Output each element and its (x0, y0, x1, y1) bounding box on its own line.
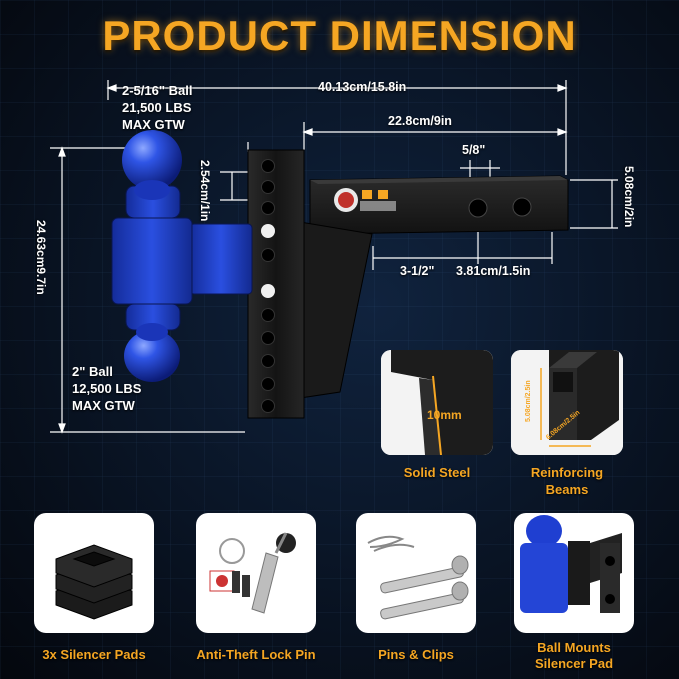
top-ball-gtw: MAX GTW (122, 117, 185, 132)
pins-clips-card (356, 513, 476, 633)
total-height-label: 24.63cm9.7in (34, 220, 48, 295)
pins-clips-icon (367, 535, 469, 620)
shank-size-label: 5.08cm/2in (622, 166, 636, 228)
ball-mount-silencer-card (514, 513, 634, 633)
lock-pin-label: Anti-Theft Lock Pin (196, 647, 316, 662)
shank-height-dimension-line (570, 179, 618, 229)
silencer-pads-label: 3x Silencer Pads (42, 647, 146, 662)
shank-length-dimension-line (302, 122, 568, 150)
silencer-pads-card (34, 513, 154, 633)
hitch-balls (122, 130, 182, 382)
ball-mount-silencer-icon (520, 515, 622, 613)
support-gusset (299, 221, 373, 399)
overall-length-dimension-line (106, 80, 568, 175)
bottom-ball-capacity: 12,500 LBS (72, 381, 142, 396)
overall-length-label: 40.13cm/15.8in (318, 80, 407, 94)
receiver-shank (309, 175, 569, 235)
top-ball-capacity: 21,500 LBS (122, 100, 192, 115)
bottom-ball-size: 2" Ball (72, 364, 113, 379)
ball-mount-silencer-line-2: Silencer Pad (534, 656, 614, 671)
hole-spacing-label: 2.54cm/1in (198, 160, 212, 222)
bottom-ball-gtw: MAX GTW (72, 398, 135, 413)
pins-clips-label: Pins & Clips (378, 647, 454, 662)
steel-thickness-label: 10mm (427, 408, 462, 422)
pin-hole-label: 5/8" (462, 143, 486, 157)
silencer-pads-icon (55, 544, 133, 620)
drop-shank-plate (247, 149, 305, 419)
lock-pin-icon (209, 532, 296, 614)
solid-steel-inset: 10mm (381, 350, 493, 455)
beam-height-label: 5.08cm/2.5in (525, 380, 532, 422)
lock-pin-card (196, 513, 316, 633)
total-height-dimension-line (50, 146, 245, 434)
reinforcing-beams-label: Reinforcing Beams (511, 464, 623, 498)
bottom-ball-spec: 2" Ball 12,500 LBS MAX GTW (72, 363, 141, 414)
top-ball-size: 2-5/16" Ball (122, 83, 193, 98)
ball-mount-silencer-line-1: Ball Mounts (537, 640, 611, 655)
blue-ball-mount (111, 185, 253, 331)
shank-length-label: 22.8cm/9in (388, 114, 452, 128)
pin-hole-spacing-label: 3.81cm/1.5in (456, 264, 531, 278)
reinforcing-beams-line-1: Reinforcing (530, 465, 604, 480)
reinforcing-beams-line-2: Beams (545, 482, 589, 497)
solid-steel-label: Solid Steel (403, 465, 471, 480)
page-title: PRODUCT DIMENSION (102, 12, 577, 59)
reinforcing-beams-inset: 5.08cm/2.5in 6.08cm/2.5in (511, 350, 623, 455)
top-ball-spec: 2-5/16" Ball 21,500 LBS MAX GTW (122, 82, 192, 133)
ball-mount-silencer-label: Ball Mounts Silencer Pad (500, 640, 648, 672)
pin-offset-label: 3-1/2" (400, 264, 435, 278)
